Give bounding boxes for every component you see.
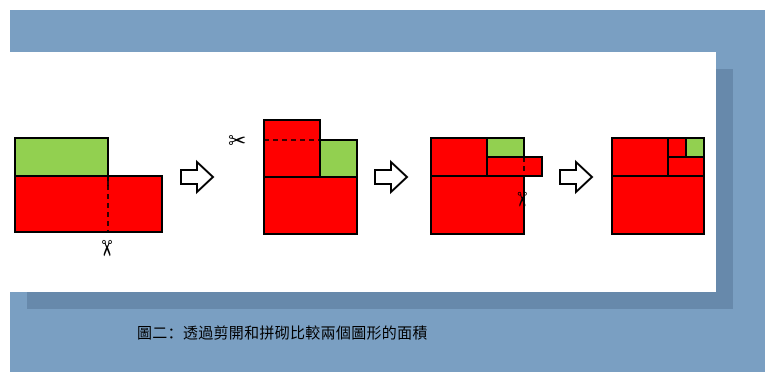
step-4-figure (611, 137, 705, 235)
diagram-panel (10, 52, 716, 292)
step-arrow-icon (374, 159, 409, 195)
scissors-icon: ✂ (93, 239, 118, 257)
red-region (430, 137, 488, 177)
step-arrow-icon (559, 159, 594, 195)
red-region-bottom (611, 175, 705, 235)
red-square (611, 137, 669, 177)
scissors-icon: ✂ (228, 129, 246, 154)
green-region (486, 137, 525, 158)
green-region (318, 139, 358, 178)
red-region (14, 175, 163, 233)
red-piece-top (263, 119, 321, 178)
corner-arrow-icon (10, 22, 48, 50)
red-region-bottom (430, 175, 525, 235)
red-region (263, 176, 358, 235)
scissors-icon: ✂ (510, 191, 534, 208)
figure-caption: 圖二：透過剪開和拼砌比較兩個圖形的面積 (137, 324, 428, 342)
step-1-figure: ✂ (14, 137, 163, 257)
red-small-piece (667, 137, 687, 158)
step-3-figure: ✂ (430, 137, 543, 235)
step-2-figure: ✂ (228, 119, 358, 235)
green-region (14, 137, 109, 177)
green-small-square (685, 137, 705, 158)
red-strip (667, 156, 705, 177)
red-strip (486, 156, 543, 177)
step-arrow-icon (180, 159, 215, 195)
